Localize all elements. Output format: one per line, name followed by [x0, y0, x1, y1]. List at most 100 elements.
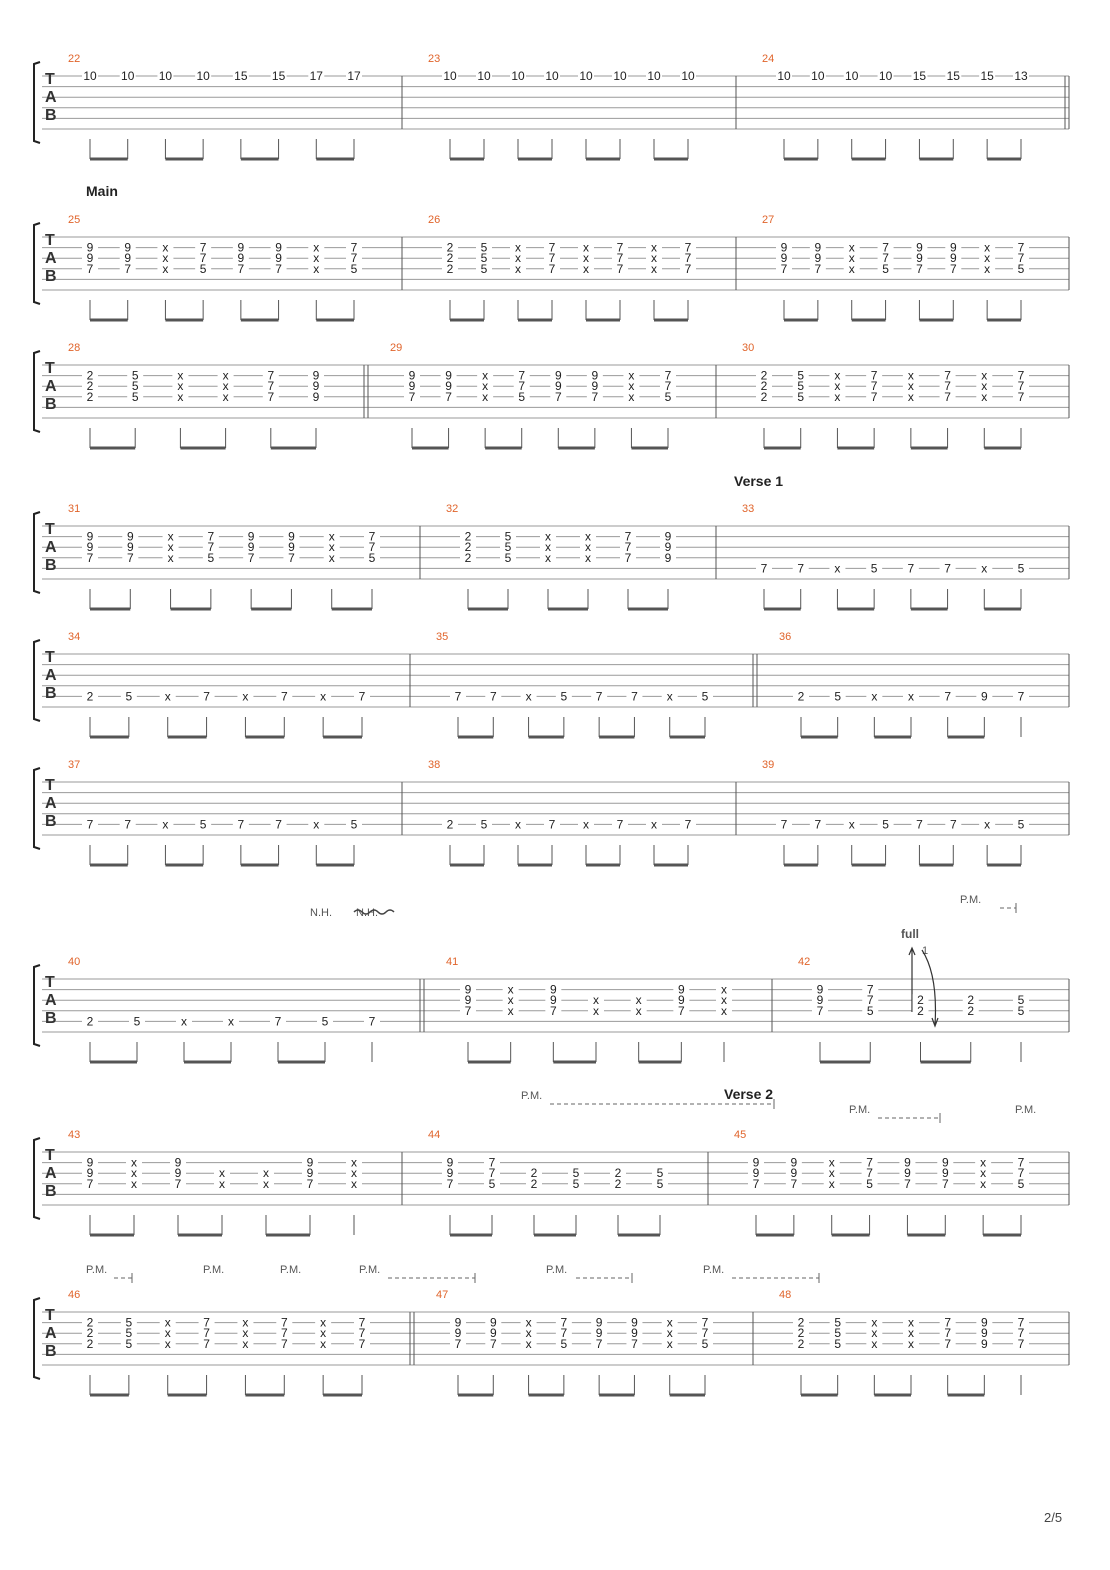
fret-background [237, 1316, 254, 1328]
fret-background [861, 1167, 878, 1179]
fret-background [237, 690, 254, 702]
fret-background [975, 1156, 992, 1168]
fret-number: x [908, 1326, 914, 1340]
fret-background [243, 541, 260, 553]
fret-background [502, 983, 519, 995]
fret-background [544, 70, 560, 81]
fret-background [903, 690, 919, 702]
fret-background [346, 1167, 362, 1179]
fret-background [442, 241, 458, 253]
fret-number: 10 [613, 69, 627, 83]
fret-background [82, 1167, 98, 1179]
tab-clef-letter: B [45, 1343, 57, 1360]
fret-background [612, 252, 628, 264]
fret-number: 5 [126, 1337, 133, 1351]
fret-number: 5 [1018, 1177, 1025, 1191]
fret-number: 7 [791, 1177, 798, 1191]
measure-number: 44 [428, 1129, 440, 1141]
tab-system: TABP.M.P.M.P.M.P.M.P.M.P.M.46222555xxx77… [33, 1264, 1070, 1397]
fret-background [276, 1337, 293, 1349]
fret-background [477, 390, 494, 402]
fret-background [520, 1327, 537, 1339]
fret-number: 7 [665, 379, 672, 393]
fret-background [578, 262, 594, 274]
fret-background [866, 369, 883, 381]
fret-number: x [168, 540, 174, 554]
fret-background [214, 1167, 230, 1179]
fret-background [450, 690, 466, 702]
system-bracket [33, 767, 41, 850]
fret-background [442, 252, 458, 264]
fret-number: x [636, 1004, 642, 1018]
fret-background [661, 1316, 678, 1328]
fret-background [866, 380, 883, 392]
fret-number: 7 [127, 551, 134, 565]
fret-number: 7 [281, 689, 288, 703]
fret-number: 5 [481, 262, 488, 276]
fret-background [545, 1004, 562, 1016]
fret-number: x [515, 262, 521, 276]
fret-number: 7 [761, 561, 768, 575]
fret-number: 7 [489, 1156, 496, 1170]
fret-number: 5 [126, 1326, 133, 1340]
fret-background [157, 252, 174, 264]
fret-number: 5 [797, 369, 804, 383]
fret-number: x [482, 369, 488, 383]
measure-number: 35 [436, 631, 448, 643]
fret-background [404, 369, 420, 381]
fret-number: 9 [631, 1316, 638, 1330]
fret-number: x [168, 551, 174, 565]
fret-background [500, 551, 516, 563]
fret-background [661, 1337, 678, 1349]
technique-label: P.M. [703, 1264, 724, 1276]
fret-number: 5 [665, 390, 672, 404]
fret-number: 9 [127, 530, 134, 544]
fret-number: x [583, 241, 589, 255]
fret-background [578, 252, 594, 264]
fret-background [127, 369, 144, 381]
fret-number: 5 [834, 689, 841, 703]
fret-background [460, 530, 476, 542]
fret-background [792, 390, 809, 402]
fret-number: 7 [866, 1166, 873, 1180]
fret-background [510, 818, 526, 830]
fret-number: x [981, 561, 987, 575]
fret-background [258, 1167, 274, 1179]
fret-background [460, 541, 476, 553]
fret-number: 9 [288, 540, 295, 554]
fret-number: 7 [351, 241, 358, 255]
fret-number: x [526, 1326, 532, 1340]
fret-number: 7 [124, 262, 131, 276]
fret-number: x [242, 1316, 248, 1330]
fret-background [442, 1177, 458, 1189]
fret-number: 7 [124, 817, 131, 831]
fret-background [484, 1156, 500, 1168]
fret-number: x [871, 1337, 877, 1351]
fret-number: 10 [845, 69, 859, 83]
fret-background [1013, 690, 1029, 702]
fret-background [555, 1327, 572, 1339]
fret-background [540, 551, 556, 563]
fret-background [308, 390, 324, 402]
fret-number: 7 [944, 369, 951, 383]
fret-number: x [313, 262, 319, 276]
fret-number: 9 [753, 1166, 760, 1180]
fret-number: 7 [288, 551, 295, 565]
fret-background [127, 380, 144, 392]
fret-background [555, 1316, 572, 1328]
fret-background [315, 1337, 332, 1349]
bend-amount-label: 1 [922, 945, 928, 957]
fret-background [626, 1337, 643, 1349]
fret-number: 5 [702, 689, 709, 703]
system-bracket [33, 964, 41, 1047]
fret-number: 5 [657, 1177, 664, 1191]
fret-number: 9 [447, 1156, 454, 1170]
fret-number: 5 [200, 817, 207, 831]
fret-number: 7 [203, 1337, 210, 1351]
fret-number: 9 [238, 251, 245, 265]
fret-background [170, 1167, 186, 1179]
fret-background [945, 818, 962, 830]
technique-label: P.M. [1015, 1104, 1036, 1116]
fret-number: 7 [1018, 369, 1025, 383]
